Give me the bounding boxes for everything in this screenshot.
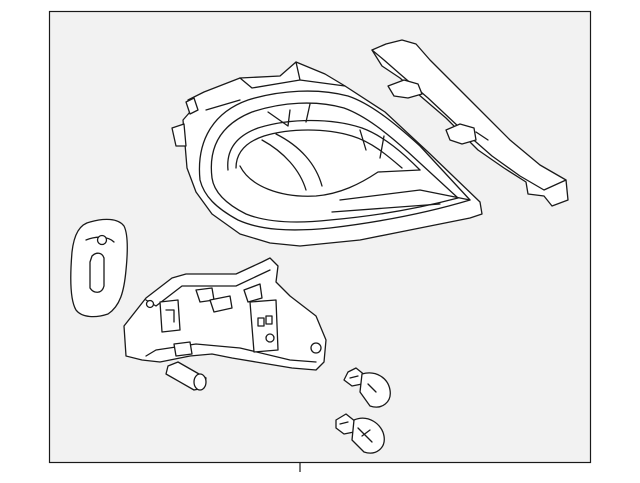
lamp-gasket[interactable]: [70, 218, 128, 318]
bulb-lower[interactable]: [335, 413, 385, 454]
tail-lamp-assembly[interactable]: [171, 61, 483, 247]
bulb-upper[interactable]: [343, 367, 391, 408]
bulb-socket-plate[interactable]: [123, 257, 327, 391]
lamp-seal-strip[interactable]: [371, 39, 569, 207]
